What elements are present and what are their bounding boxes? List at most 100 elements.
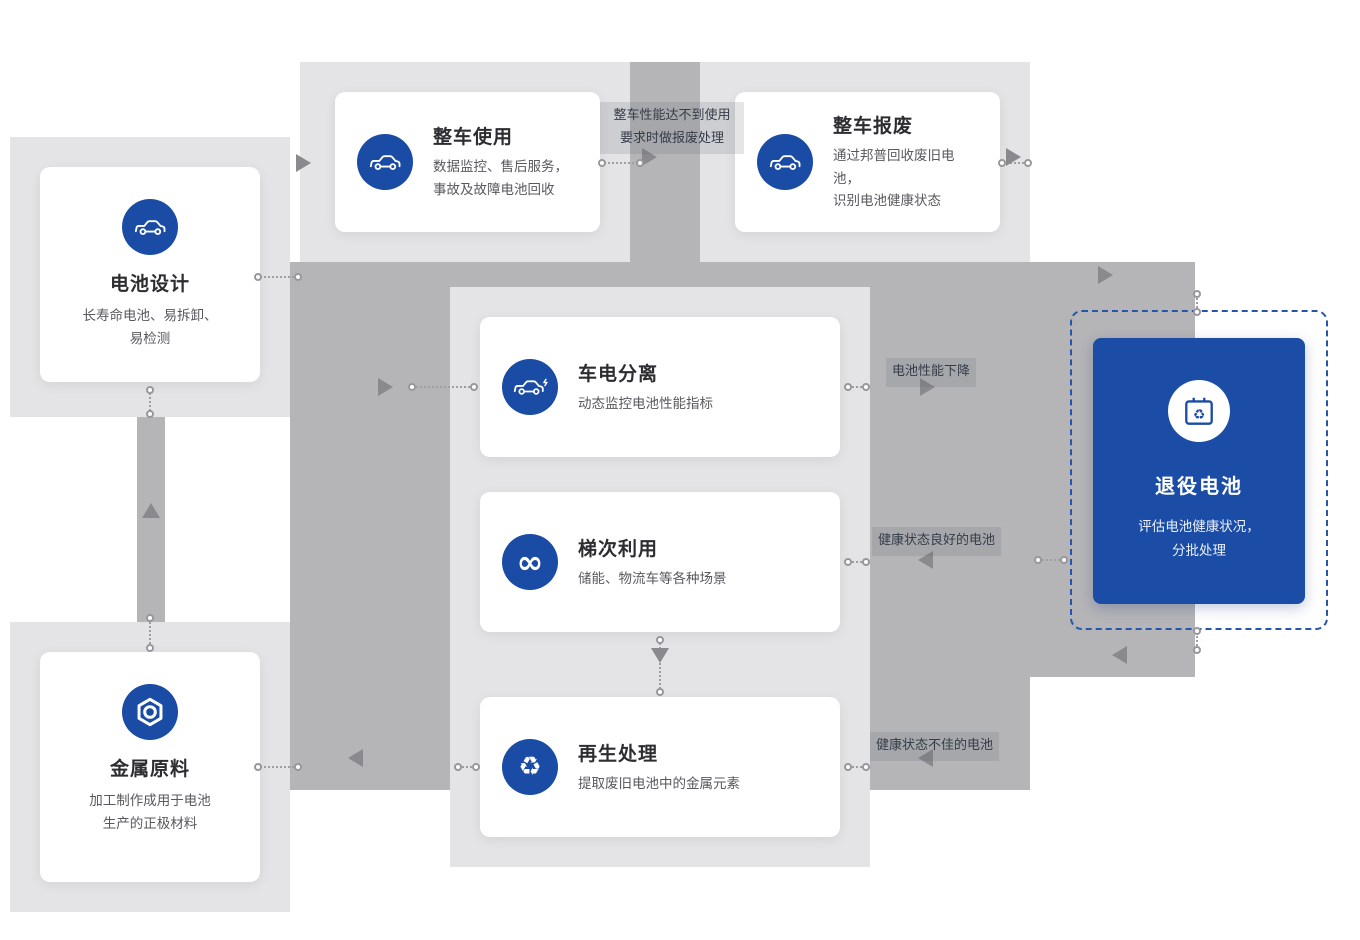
- dotted-connector: [1196, 631, 1198, 650]
- connector-dot: [294, 273, 302, 281]
- dotted-connector: [659, 640, 661, 692]
- connector-dot: [656, 636, 664, 644]
- dotted-connector: [260, 276, 298, 278]
- arrow-metal-to-design: [142, 503, 160, 518]
- node-card-battery-design[interactable]: 电池设计 长寿命电池、易拆卸、 易检测: [40, 167, 260, 382]
- flow-label-poor-health: 健康状态不佳的电池: [870, 732, 1000, 761]
- arrow-retired-to-cascade: [918, 551, 933, 569]
- node-card-separation[interactable]: 车电分离 动态监控电池性能指标: [480, 317, 840, 457]
- connector-dot: [844, 558, 852, 566]
- hex-nut-icon: [122, 684, 178, 740]
- infinity-glyph: ∞: [516, 543, 544, 581]
- card-desc: 数据监控、售后服务， 事故及故障电池回收: [433, 159, 568, 198]
- connector-dot: [146, 410, 154, 418]
- card-desc: 长寿命电池、易拆卸、 易检测: [82, 308, 218, 347]
- connector-dot: [862, 763, 870, 771]
- connector-dot: [656, 688, 664, 696]
- card-title: 电池设计: [109, 273, 190, 295]
- card-text: 再生处理 提取废旧电池中的金属元素: [578, 739, 740, 796]
- connector-dot: [1193, 627, 1201, 635]
- connector-dot: [454, 763, 462, 771]
- node-card-metal[interactable]: 金属原料 加工制作成用于电池 生产的正极材料: [40, 652, 260, 882]
- dotted-connector: [848, 386, 866, 388]
- card-desc: 加工制作成用于电池 生产的正极材料: [89, 793, 211, 832]
- dotted-connector: [149, 618, 151, 648]
- connector-dot: [844, 763, 852, 771]
- dotted-connector: [149, 390, 151, 414]
- dotted-connector: [458, 766, 476, 768]
- rail-right-inner-column: [870, 262, 1030, 790]
- card-title: 退役电池: [1155, 474, 1243, 498]
- card-desc: 储能、物流车等各种场景: [578, 570, 727, 587]
- arrow-design-to-use: [296, 154, 311, 172]
- arrow-retired-bottom-out: [1112, 646, 1127, 664]
- dotted-connector: [260, 766, 298, 768]
- arrow-regeneration-to-metal: [348, 749, 363, 767]
- connector-dot: [472, 763, 480, 771]
- arrow-into-separation: [378, 378, 393, 396]
- dotted-connector: [848, 766, 866, 768]
- car-icon: [122, 199, 178, 255]
- node-card-retired-selected[interactable]: ♻ 退役电池 评估电池健康状况， 分批处理: [1070, 310, 1328, 630]
- arrow-retired-to-regeneration: [918, 749, 933, 767]
- rail-left-vertical: [137, 417, 165, 622]
- node-card-vehicle-use[interactable]: 整车使用 数据监控、售后服务， 事故及故障电池回收: [335, 92, 600, 232]
- retired-card-body: ♻ 退役电池 评估电池健康状况， 分批处理: [1093, 338, 1305, 604]
- arrow-scrap-out: [1006, 148, 1021, 166]
- connector-dot: [1193, 646, 1201, 654]
- connector-dot: [254, 763, 262, 771]
- card-text: 梯次利用 储能、物流车等各种场景: [578, 534, 727, 591]
- battery-recycle-icon: ♻: [1168, 380, 1230, 442]
- connector-dot: [146, 614, 154, 622]
- card-title: 再生处理: [578, 742, 659, 765]
- connector-dot: [636, 159, 644, 167]
- card-title: 金属原料: [109, 758, 190, 780]
- flow-label-good-health: 健康状态良好的电池: [872, 527, 1002, 556]
- node-card-cascade[interactable]: ∞ 梯次利用 储能、物流车等各种场景: [480, 492, 840, 632]
- dotted-connector: [848, 561, 866, 563]
- connector-dot: [294, 763, 302, 771]
- flow-label-scrap-condition: 整车性能达不到使用 要求时做报废处理: [600, 102, 744, 154]
- recycle-icon: ♻: [502, 739, 558, 795]
- connector-dot: [254, 273, 262, 281]
- dotted-connector: [1038, 559, 1064, 561]
- card-text: 车电分离 动态监控电池性能指标: [578, 359, 713, 416]
- card-desc: 提取废旧电池中的金属元素: [578, 775, 740, 792]
- flow-label-performance-decline: 电池性能下降: [886, 358, 977, 387]
- card-desc: 动态监控电池性能指标: [578, 395, 713, 412]
- card-text: 整车报废 通过邦普回收废旧电池， 识别电池健康状态: [833, 111, 978, 214]
- connector-dot: [598, 159, 606, 167]
- card-desc: 通过邦普回收废旧电池， 识别电池健康状态: [833, 147, 955, 210]
- arrow-to-retired: [1098, 266, 1113, 284]
- arrow-use-to-scrap: [642, 148, 657, 166]
- node-card-vehicle-scrap[interactable]: 整车报废 通过邦普回收废旧电池， 识别电池健康状态: [735, 92, 1000, 232]
- connector-dot: [844, 383, 852, 391]
- card-text: 整车使用 数据监控、售后服务， 事故及故障电池回收: [433, 122, 568, 202]
- recycle-glyph: ♻: [1193, 407, 1205, 423]
- rail-left-column: [290, 262, 450, 790]
- dotted-connector: [1196, 294, 1198, 312]
- connector-dot: [146, 644, 154, 652]
- car-icon: [357, 134, 413, 190]
- connector-dot: [1034, 556, 1042, 564]
- car-icon: [757, 134, 813, 190]
- card-desc: 评估电池健康状况， 分批处理: [1138, 519, 1260, 560]
- connector-dot: [146, 386, 154, 394]
- card-title: 车电分离: [578, 362, 659, 385]
- connector-dot: [1193, 290, 1201, 298]
- infinity-icon: ∞: [502, 534, 558, 590]
- connector-dot: [1193, 308, 1201, 316]
- node-card-regeneration[interactable]: ♻ 再生处理 提取废旧电池中的金属元素: [480, 697, 840, 837]
- connector-dot: [408, 383, 416, 391]
- recycle-glyph: ♻: [518, 752, 542, 782]
- connector-dot: [862, 383, 870, 391]
- connector-dot: [862, 558, 870, 566]
- card-title: 梯次利用: [578, 537, 659, 560]
- dotted-connector: [604, 162, 642, 164]
- connector-dot: [1024, 159, 1032, 167]
- connector-dot: [998, 159, 1006, 167]
- connector-dot: [1060, 556, 1068, 564]
- card-title: 整车使用: [433, 126, 514, 149]
- connector-dot: [470, 383, 478, 391]
